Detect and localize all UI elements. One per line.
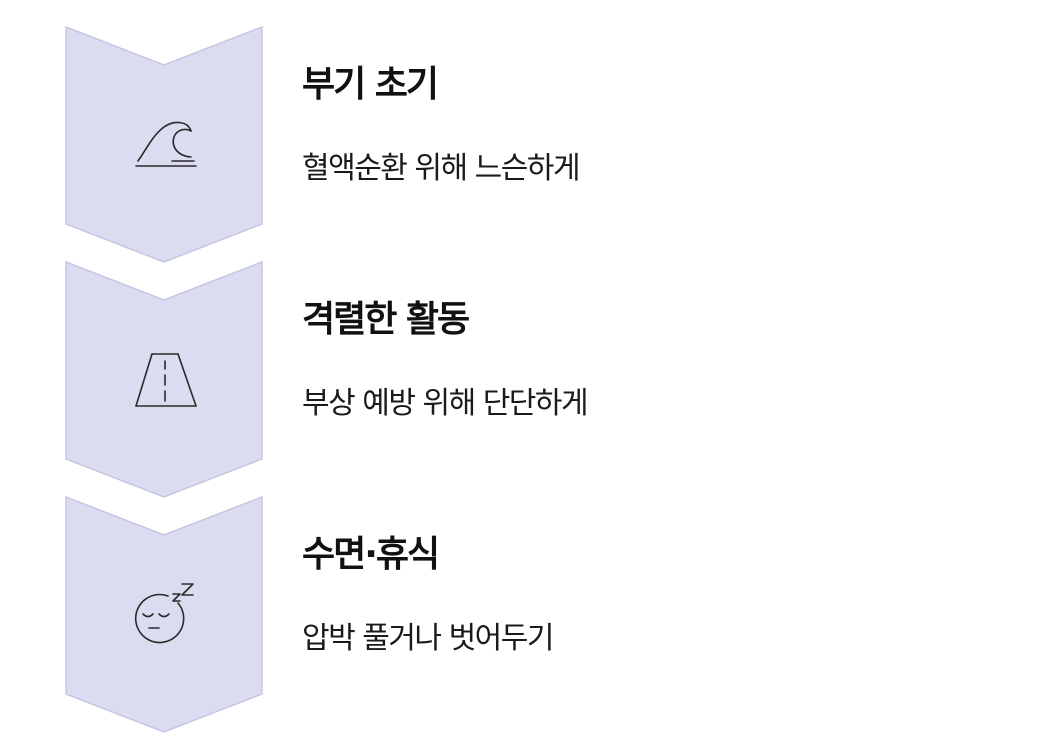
step-3-chevron [65,495,263,733]
step-2-title: 격렬한 활동 [302,299,470,340]
step-1-chevron [65,25,263,263]
step-3-title: 수면·휴식 [302,534,440,575]
wave-icon [135,121,197,167]
sleeping-face-icon [134,583,194,644]
step-3-description: 압박 풀거나 벗어두기 [302,621,554,656]
road-icon [135,353,197,407]
step-1-title: 부기 초기 [302,64,439,105]
step-1-description: 혈액순환 위해 느슨하게 [302,151,581,186]
step-2-chevron [65,260,263,498]
step-2-description: 부상 예방 위해 단단하게 [302,386,589,421]
